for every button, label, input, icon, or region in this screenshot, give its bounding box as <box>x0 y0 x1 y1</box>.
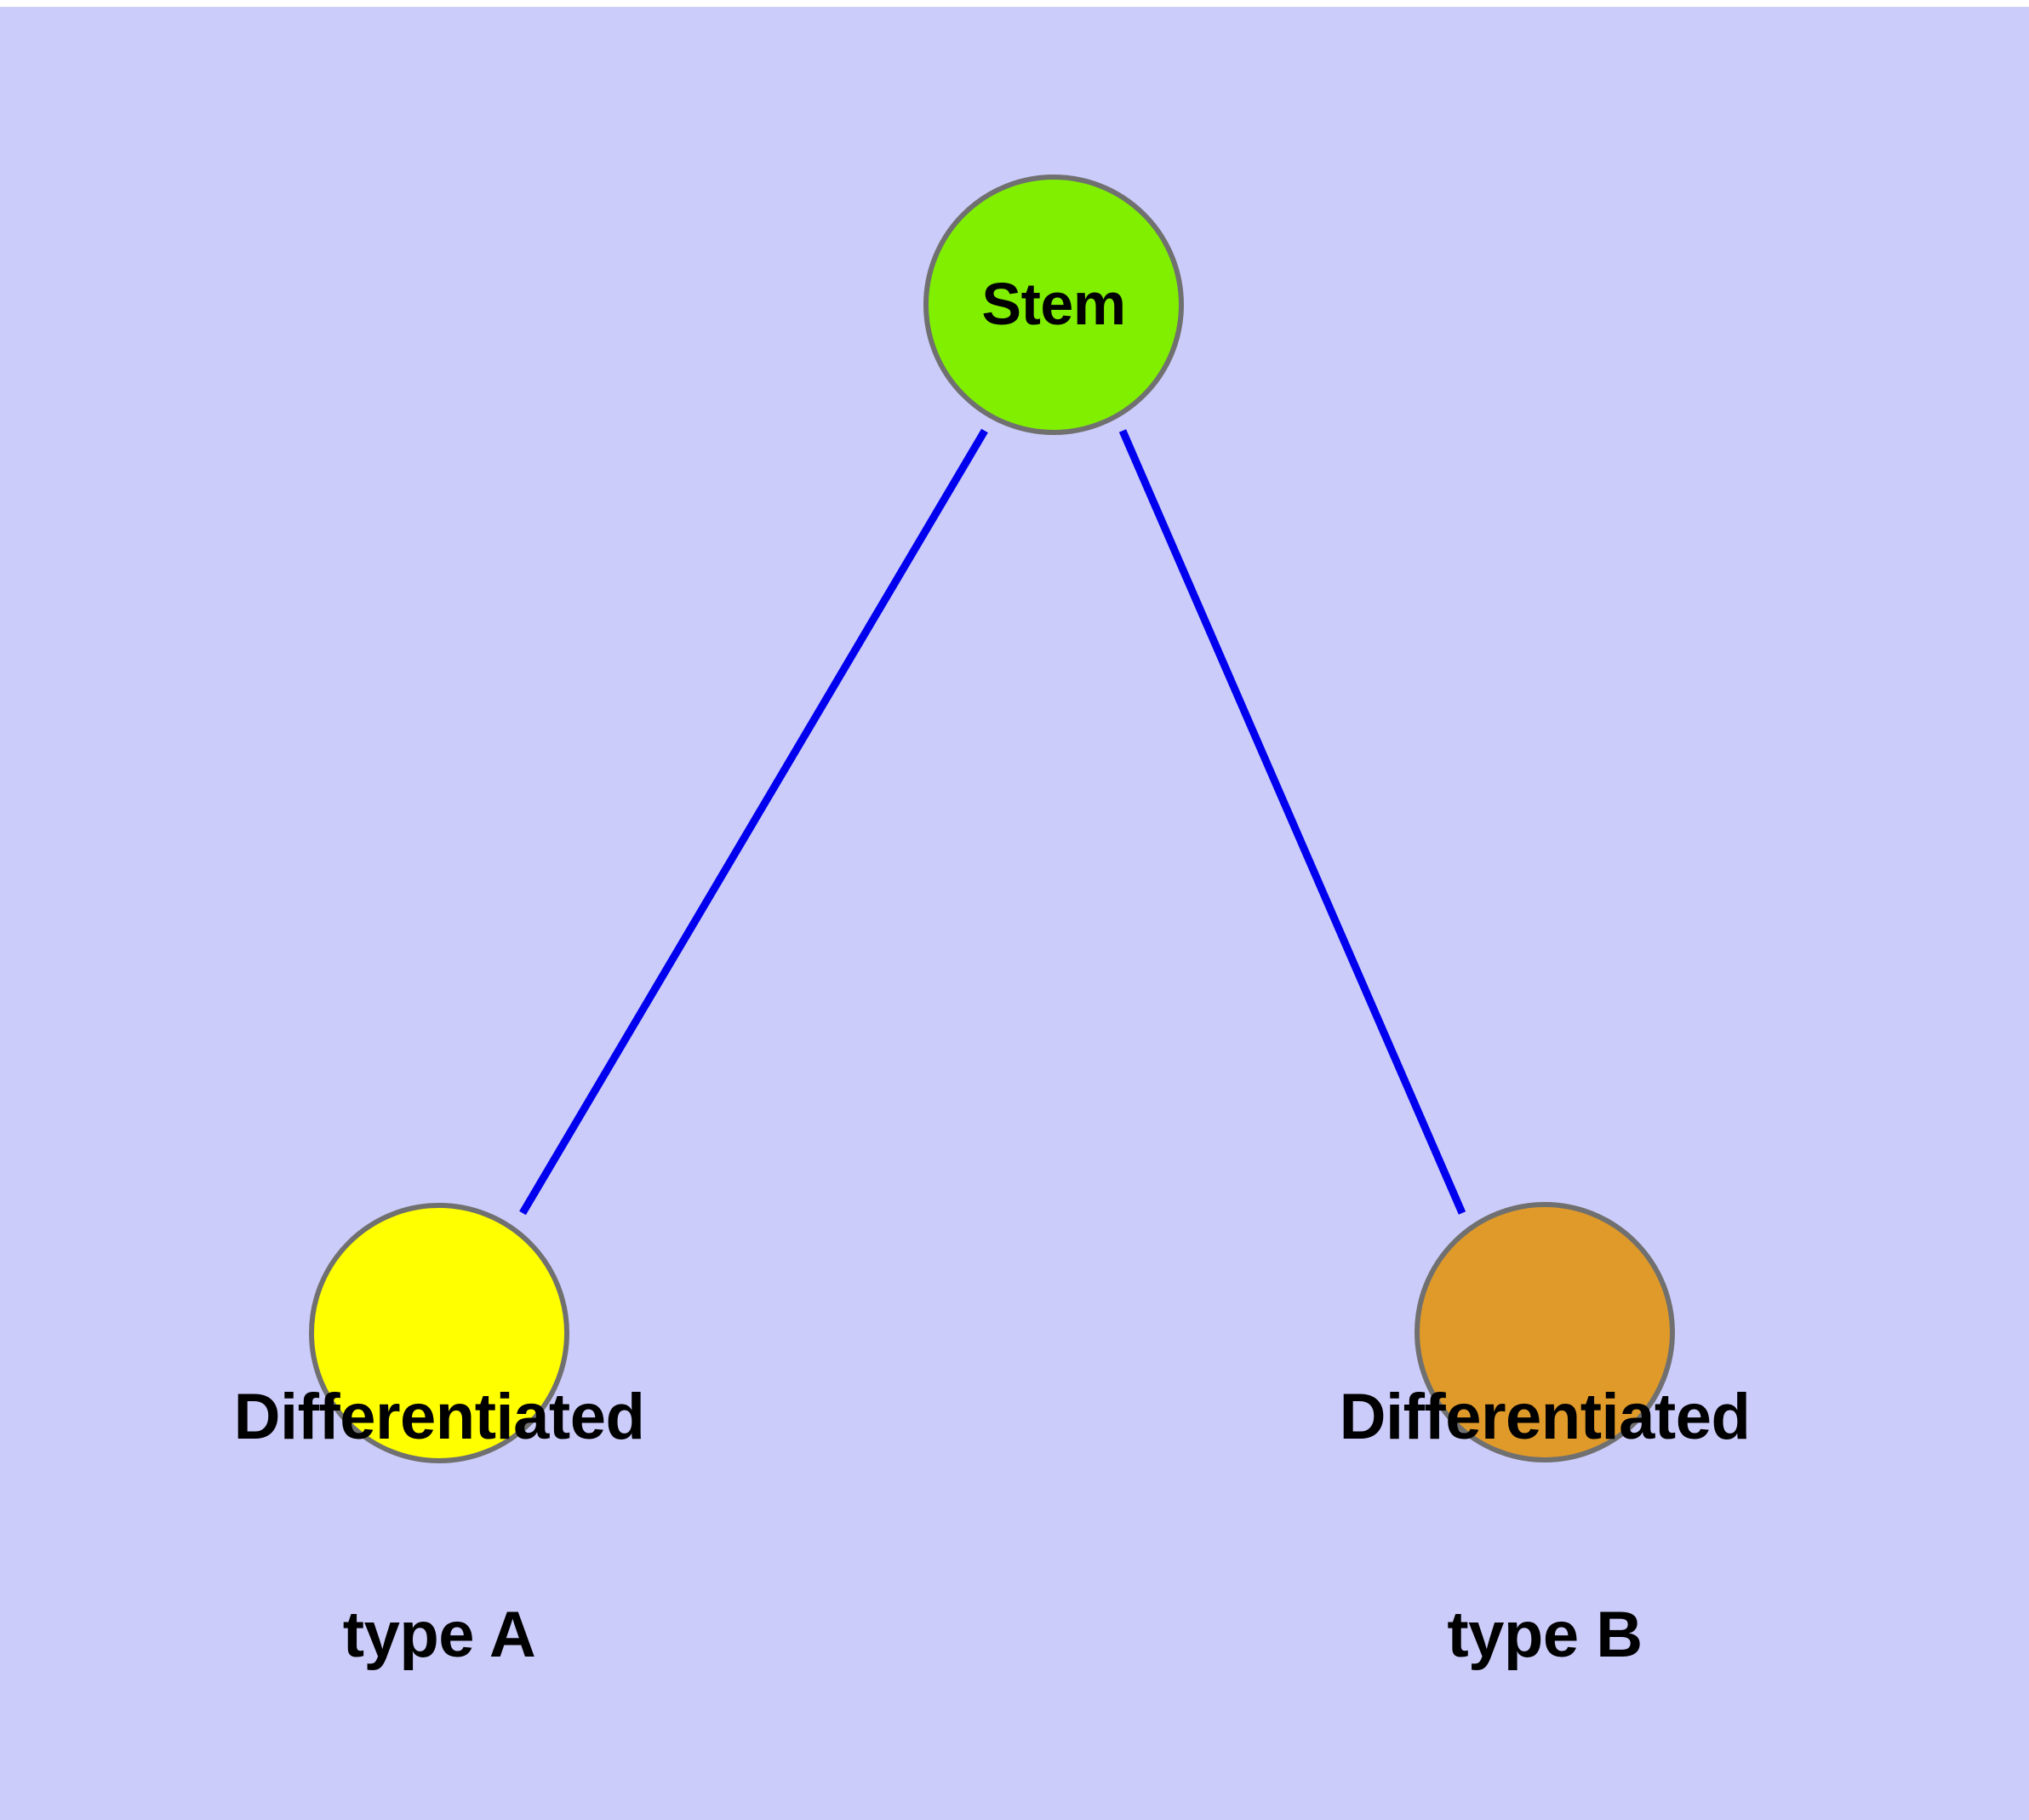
node-layer <box>309 175 1675 1463</box>
edge-stem-to-differentiated-type-a <box>519 428 988 1216</box>
node-circle-differentiated-type-a[interactable] <box>309 1203 569 1463</box>
edge-stem-to-differentiated-type-b <box>1118 429 1466 1215</box>
node-circle-differentiated-type-b[interactable] <box>1415 1202 1675 1462</box>
edge-layer <box>519 428 1466 1216</box>
node-circle-stem[interactable] <box>923 175 1184 435</box>
